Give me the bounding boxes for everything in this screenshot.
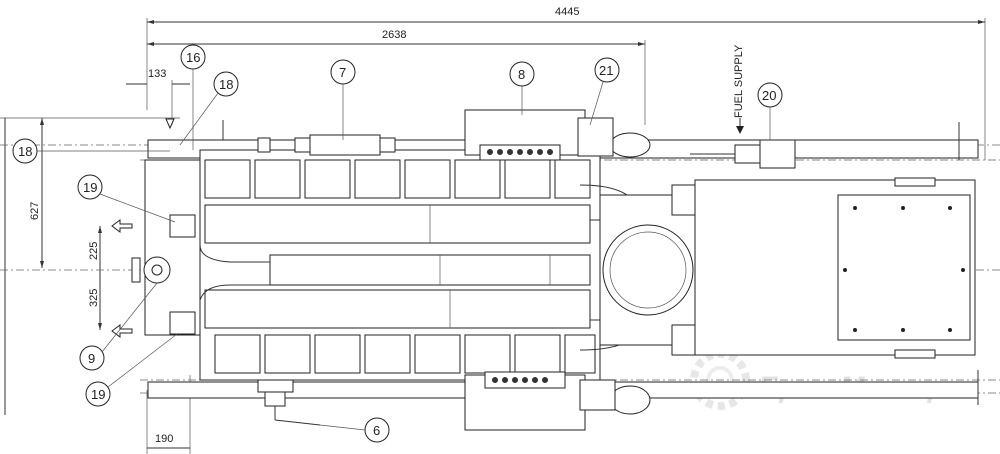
turbocharger-top: [464, 109, 651, 161]
callout-16: 16: [180, 44, 206, 150]
fuel-supply-label: FUEL SUPPLY: [733, 44, 745, 118]
front-end-assembly: [131, 159, 201, 336]
dimension-offset-top-label: 133: [148, 68, 166, 80]
svg-text:6: 6: [373, 423, 380, 438]
dimension-engine: 2638: [147, 29, 646, 125]
svg-text:8: 8: [518, 67, 525, 82]
svg-text:16: 16: [186, 50, 200, 65]
dimension-height-left: 627: [0, 117, 180, 415]
fuel-supply-arrow-icon: [736, 118, 744, 134]
svg-text:9: 9: [88, 351, 95, 366]
callout-18-left: 18: [12, 138, 170, 164]
svg-text:7: 7: [339, 65, 346, 80]
svg-text:21: 21: [599, 63, 613, 78]
turbocharger-bottom: [464, 371, 651, 431]
dimension-height-left-label: 627: [29, 202, 41, 220]
dimension-spacing-lower-label: 325: [88, 289, 100, 307]
handle-lever: [257, 379, 321, 426]
callout-19-top: 19: [77, 174, 176, 223]
dimension-offset-top: 133: [126, 68, 190, 125]
svg-text:20: 20: [762, 88, 776, 103]
marker-arrow-icon: [165, 118, 175, 130]
svg-text:18: 18: [18, 144, 32, 159]
fuel-filter: [257, 134, 396, 156]
dimension-offset-bottom-label: 190: [155, 433, 173, 445]
dimension-overall-label: 4445: [555, 6, 579, 18]
callout-19-bottom: 19: [85, 333, 178, 407]
callout-8: 8: [509, 61, 535, 115]
flywheel-housing: [599, 194, 696, 346]
dimension-spacing: 225 325: [88, 226, 102, 330]
dimension-overall: 4445: [146, 6, 986, 160]
callout-9: 9: [79, 282, 158, 371]
svg-text:19: 19: [91, 387, 105, 402]
callout-20: 20: [757, 82, 783, 140]
outlet-arrow-lower-icon: [111, 324, 133, 338]
fuel-pump-motor: [690, 139, 796, 169]
svg-text:18: 18: [219, 77, 233, 92]
svg-text:19: 19: [83, 180, 97, 195]
dimension-engine-label: 2638: [382, 29, 406, 41]
callout-6: 6: [319, 417, 390, 443]
callout-18-top: 18: [179, 71, 239, 146]
outlet-arrow-upper-icon: [111, 219, 133, 233]
engine-block: [199, 149, 641, 381]
callout-21: 21: [589, 57, 620, 126]
callout-7: 7: [330, 59, 356, 140]
alternator: [671, 177, 976, 359]
dimension-spacing-upper-label: 225: [88, 242, 100, 260]
